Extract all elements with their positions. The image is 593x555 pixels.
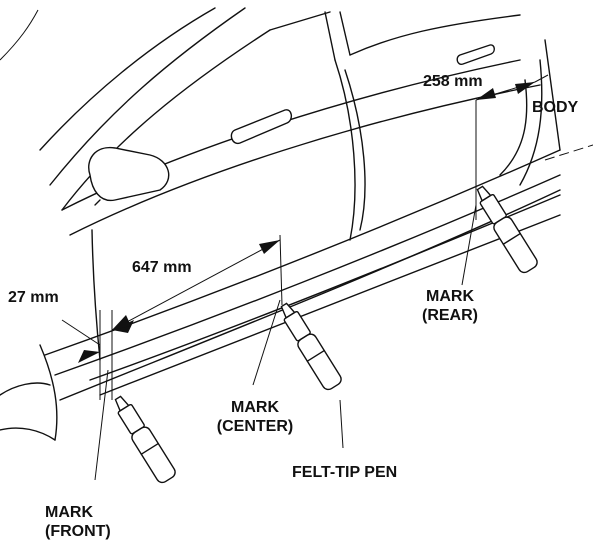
door-handle-front <box>230 109 292 145</box>
door-front-edge <box>91 229 101 361</box>
mark-front-line1: MARK <box>45 504 93 521</box>
felt-tip-pen-label: FELT-TIP PEN <box>292 464 398 481</box>
dimension-258mm <box>475 74 549 220</box>
mark-center-line2: (CENTER) <box>216 418 294 435</box>
dimension-647mm <box>111 234 283 331</box>
body-label: BODY <box>532 99 579 116</box>
mark-rear-line2: (REAR) <box>422 307 478 324</box>
windshield-pillar <box>0 7 271 211</box>
door-frame <box>269 11 521 241</box>
mark-center-label: MARK (CENTER) <box>200 398 310 436</box>
felt-tip-pen-rear <box>476 185 538 274</box>
felt-tip-pen-center <box>280 302 342 391</box>
body-reference-line <box>544 144 593 161</box>
felt-tip-pen-front <box>114 395 176 484</box>
rear-fender <box>499 39 561 186</box>
side-mirror <box>88 146 170 206</box>
leader-lines <box>94 204 477 481</box>
dimension-label-647mm: 647 mm <box>132 259 192 276</box>
mark-front-label: MARK (FRONT) <box>45 503 111 541</box>
dimension-label-258mm: 258 mm <box>423 73 483 90</box>
front-wheel-arch <box>0 344 58 441</box>
mark-front-line2: (FRONT) <box>45 523 111 540</box>
door-handle-rear <box>456 44 495 65</box>
mark-rear-line1: MARK <box>426 288 474 305</box>
mark-rear-label: MARK (REAR) <box>410 287 490 325</box>
dimension-label-27mm: 27 mm <box>8 289 59 306</box>
mark-center-line1: MARK <box>231 399 279 416</box>
